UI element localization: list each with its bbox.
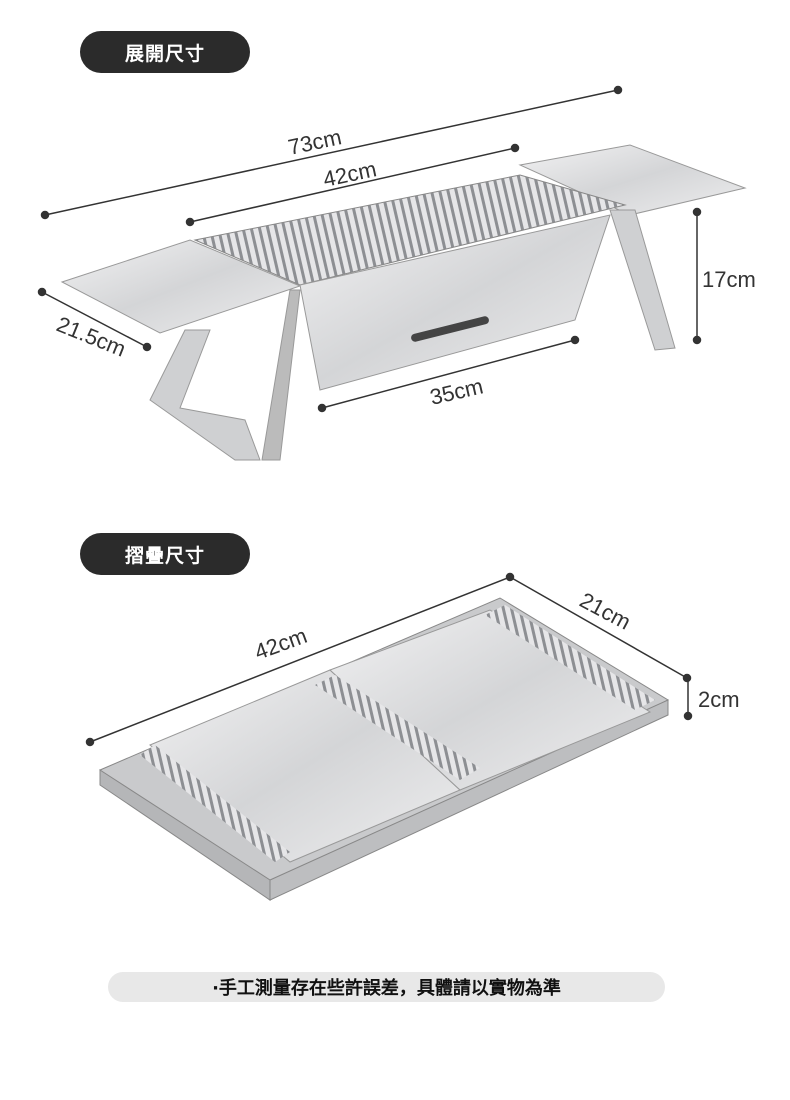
grill-length-label: 42cm [321,156,379,192]
left-leg [149,329,261,461]
vent-slot [411,316,489,342]
grill-grate [193,174,627,286]
folded-width-label: 21cm [576,587,635,634]
folded-grill-image [99,597,670,901]
base-length-label: 35cm [428,373,486,409]
side-table-width-label: 21.5cm [53,311,129,361]
firebox-front [299,214,611,391]
right-leg [609,209,676,351]
unfolded-grill-image [60,144,747,461]
unfolded-dimension-lines [37,85,702,413]
folded-size-title: 摺疊尺寸 [80,533,250,575]
total-length-label: 73cm [286,124,344,160]
height-label: 17cm [702,267,756,292]
folded-thickness-label: 2cm [698,687,740,712]
folded-dimension-lines [85,572,693,747]
unfolded-size-title: 展開尺寸 [80,31,250,73]
measurement-disclaimer: ·手工測量存在些許誤差，具體請以實物為準 [108,972,665,1002]
